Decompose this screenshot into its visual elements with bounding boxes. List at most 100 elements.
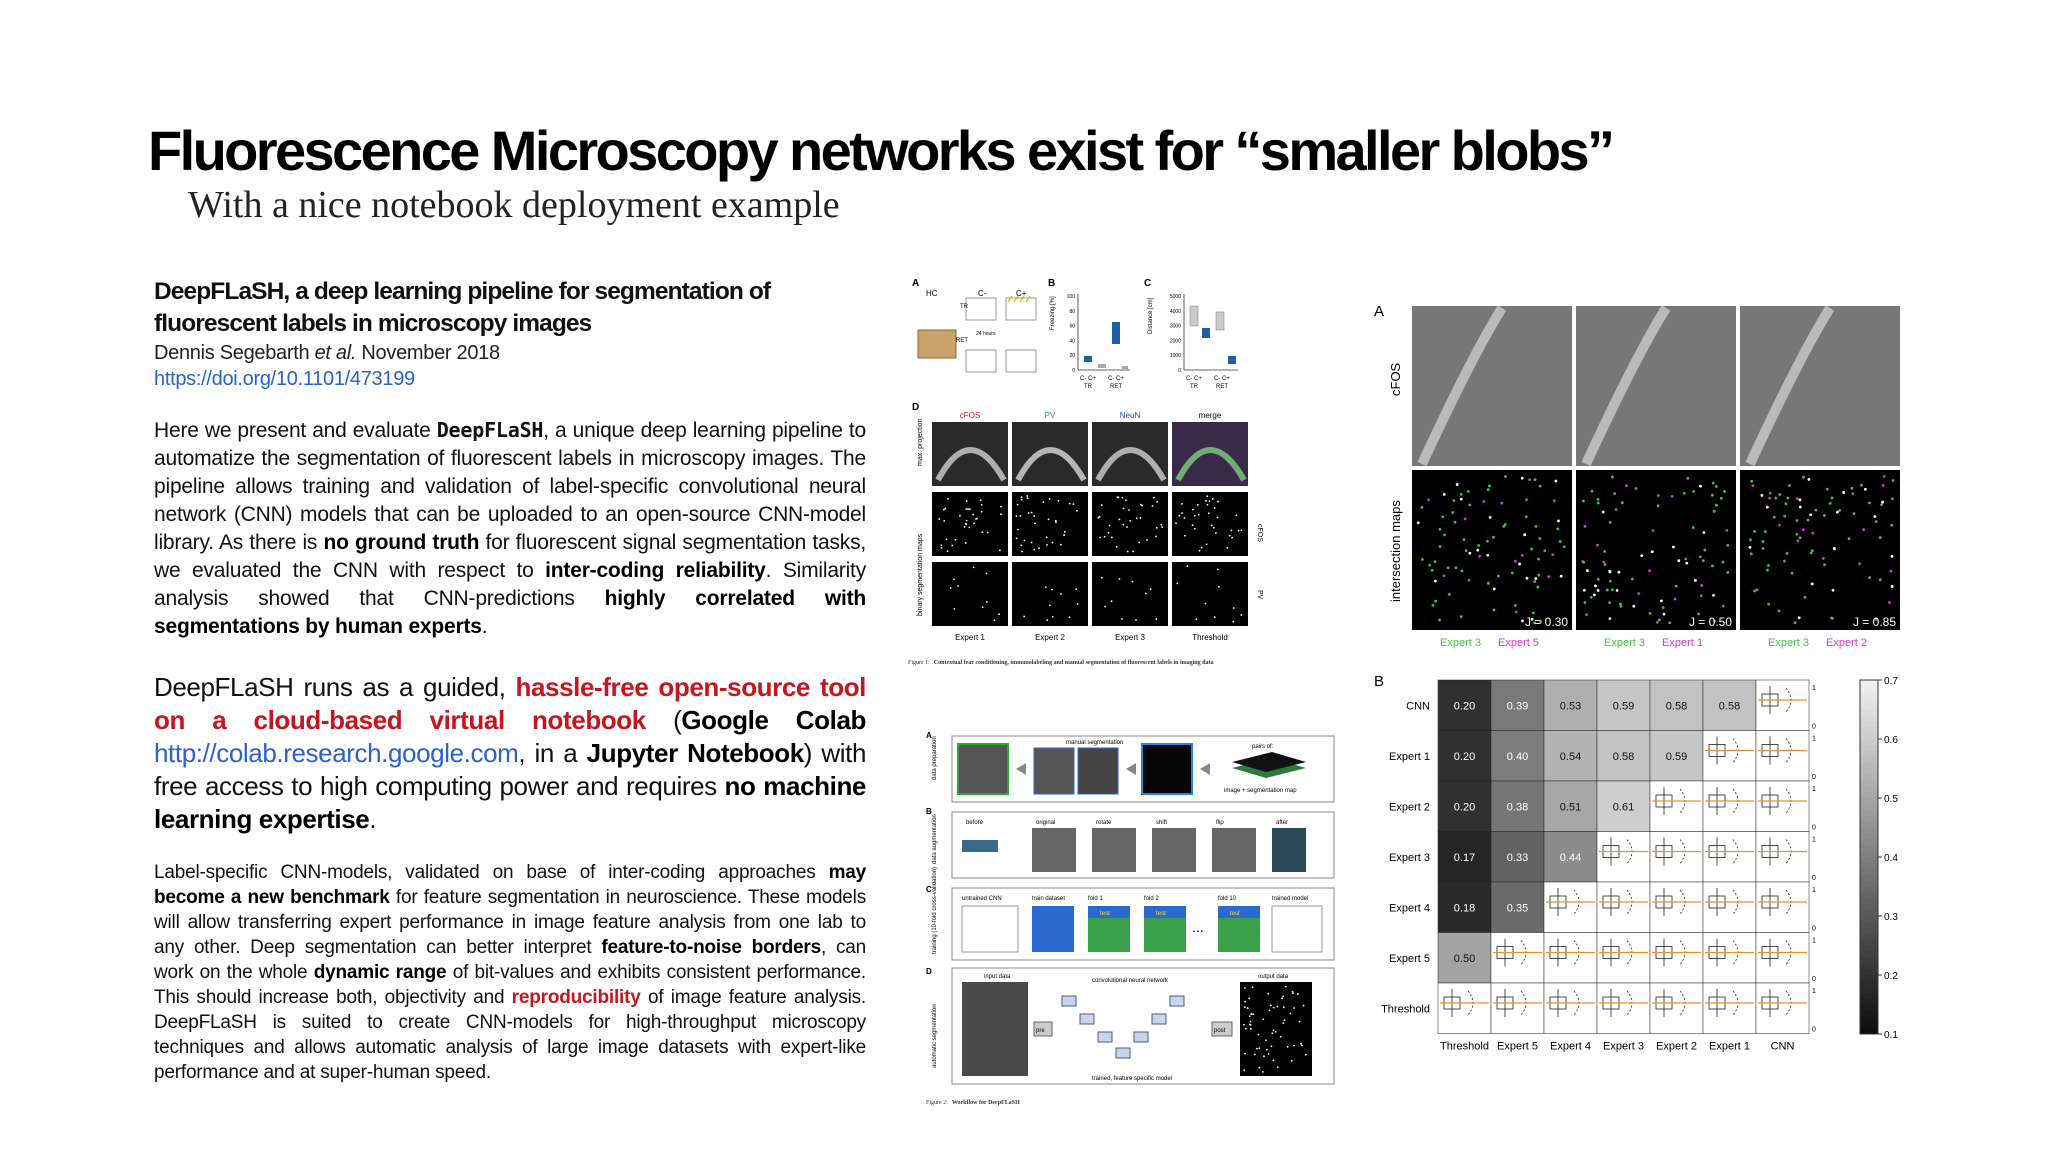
fig3-intersection-dot — [1459, 615, 1463, 619]
fig3-intersection-dot — [1726, 543, 1730, 547]
fig2-unet-block — [1079, 1013, 1095, 1025]
fig1-segment-dot — [1051, 541, 1054, 544]
fig1-segment-dot — [1149, 588, 1152, 590]
fig3-matrix-value: 0.53 — [1560, 700, 1581, 712]
doi-link[interactable]: https://doi.org/10.1101/473199 — [154, 368, 415, 390]
fig1-chamber — [1005, 297, 1037, 321]
fig3-colorbar-segment — [1860, 691, 1878, 699]
colab-link[interactable]: http://colab.research.google.com — [154, 738, 519, 768]
fig3-colorbar-segment — [1860, 992, 1878, 1000]
fig3-panel-a: A — [1374, 303, 1384, 320]
fig2-output-dot — [1244, 1027, 1247, 1030]
fig3-intersection-dot — [1878, 578, 1882, 582]
fig3-matrix-cell-empty — [1543, 982, 1598, 1034]
fig1-b-pair: C- C+ — [1108, 376, 1124, 382]
fig2-output-dot — [1293, 1044, 1295, 1047]
fig3-matrix-value: 0.38 — [1507, 801, 1528, 813]
fig2-aug-label: after — [1276, 820, 1288, 826]
fig1-expert-3: Expert 3 — [1115, 633, 1145, 642]
fig3-intersection-dot — [1851, 492, 1855, 495]
fig3-box-tick: 0 — [1812, 976, 1816, 983]
fig1-segment-dot — [1047, 518, 1050, 521]
fig1-binary-map — [1172, 562, 1248, 626]
fig3-intersection-dot — [1562, 545, 1566, 549]
fig1-segment-dot — [1076, 509, 1078, 512]
fig1-segment-dot — [1118, 578, 1121, 580]
fig3-colorbar-segment — [1860, 921, 1878, 929]
fig3-intersection-dot — [1712, 509, 1716, 513]
fig3-colorbar-segment — [1860, 851, 1878, 858]
fig1-segment-dot — [964, 522, 967, 525]
fig1-segment-dot — [1152, 496, 1155, 499]
fig1-b-pair: C- C+ — [1080, 376, 1096, 382]
fig3-matrix-value: 0.58 — [1666, 700, 1687, 712]
paper-authors: Dennis Segebarth et al. November 2018 — [154, 340, 866, 366]
fig1-panel-a: A — [912, 278, 919, 289]
fig1-segment-dot — [1151, 505, 1154, 507]
fig3-colorbar-segment — [1860, 862, 1878, 870]
fig3-intersection-dot — [1711, 481, 1715, 485]
fig3-intersection-dot — [1650, 550, 1654, 554]
fig2-output-dot — [1272, 1006, 1275, 1009]
fig1-side-cfos: cFOS — [1256, 524, 1263, 542]
fig3-intersection-dot — [1596, 501, 1600, 505]
fig3-intersection-dot — [1710, 564, 1714, 568]
fig1-segment-dot — [1217, 500, 1220, 503]
fig2-output-dot — [1296, 993, 1299, 995]
fig3-matrix-col-label: CNN — [1771, 1041, 1795, 1053]
fig3-box-tick: 1 — [1812, 837, 1816, 844]
fig3-intersection-dot — [1823, 563, 1826, 567]
fig3-intersection-dot — [1637, 592, 1641, 595]
fig3-intersection-dot — [1614, 508, 1618, 511]
fig2-output-dot — [1284, 985, 1287, 988]
fig3-intersection-dot — [1814, 508, 1818, 512]
fig3-box-tick: 1 — [1812, 938, 1816, 945]
fig2-ellipsis: ... — [1192, 919, 1204, 935]
fig3-intersection-dot — [1520, 553, 1524, 557]
fig2-output-dot — [1265, 1048, 1268, 1051]
fig3-intersection-dot — [1828, 502, 1832, 505]
fig3-intersection-dot — [1721, 604, 1725, 608]
fig3-colorbar-tick: 0.2 — [1884, 971, 1898, 982]
fig1-segment-dot — [1135, 517, 1138, 520]
fig1-segment-dot — [946, 550, 949, 553]
fig1-chamber — [965, 349, 997, 373]
fig3-intersection-dot — [1822, 514, 1826, 517]
fig2-pre-box — [1033, 1021, 1053, 1037]
fig2-output-dot — [1248, 1015, 1251, 1018]
fig3-intersection-dot — [1583, 524, 1587, 528]
fig3-intersection-dot — [1441, 515, 1445, 519]
fig3-pair-expert-b: Expert 5 — [1498, 637, 1539, 649]
fig3-matrix-cell — [1649, 679, 1704, 731]
fig3-pair-expert-a: Expert 3 — [1768, 637, 1809, 649]
fig3-intersection-dot — [1452, 499, 1456, 503]
fig2-test-label: test — [1230, 911, 1240, 917]
fig1-segment-dot — [1034, 522, 1036, 525]
fig3-intersection-map — [1412, 470, 1572, 630]
fig3-intersection-dot — [1882, 474, 1886, 478]
fig2-output-dot — [1283, 1019, 1286, 1021]
fig1-segment-dot — [1205, 543, 1208, 546]
fig3-colorbar-segment — [1860, 857, 1878, 864]
fig2-output-dot — [1244, 987, 1246, 989]
fig3-matrix-col-label: Threshold — [1440, 1041, 1489, 1053]
fig1-segment-dot — [1237, 529, 1240, 532]
figure-2-graphic: A data preparation manual segmentation p… — [926, 731, 1335, 1106]
fig1-segment-dot — [1144, 592, 1147, 595]
fig3-intersection-dot — [1523, 533, 1527, 537]
emphasis-benchmark: may become a new benchmark — [154, 862, 866, 908]
fig3-colorbar-segment — [1860, 845, 1878, 852]
fig1-segment-dot — [959, 514, 961, 517]
fig3-intersection-dot — [1594, 584, 1597, 588]
fig3-intersection-dot — [1880, 503, 1883, 507]
fig3-intersection-dot — [1514, 610, 1518, 614]
fig1-segment-dot — [1216, 568, 1219, 571]
abstract-text: for fluorescent signal segmentation task… — [154, 531, 867, 582]
fig2-unet-block — [1169, 995, 1185, 1007]
fig1-ret-label: RET — [956, 338, 968, 344]
fig2-unet-block — [1115, 1047, 1131, 1059]
fig2-output-dot — [1248, 1023, 1251, 1026]
fig3-matrix-cell — [1490, 881, 1545, 933]
fig1-c-tick: 0 — [1178, 368, 1181, 374]
fig3-jaccard: J = 0.50 — [1689, 615, 1732, 629]
